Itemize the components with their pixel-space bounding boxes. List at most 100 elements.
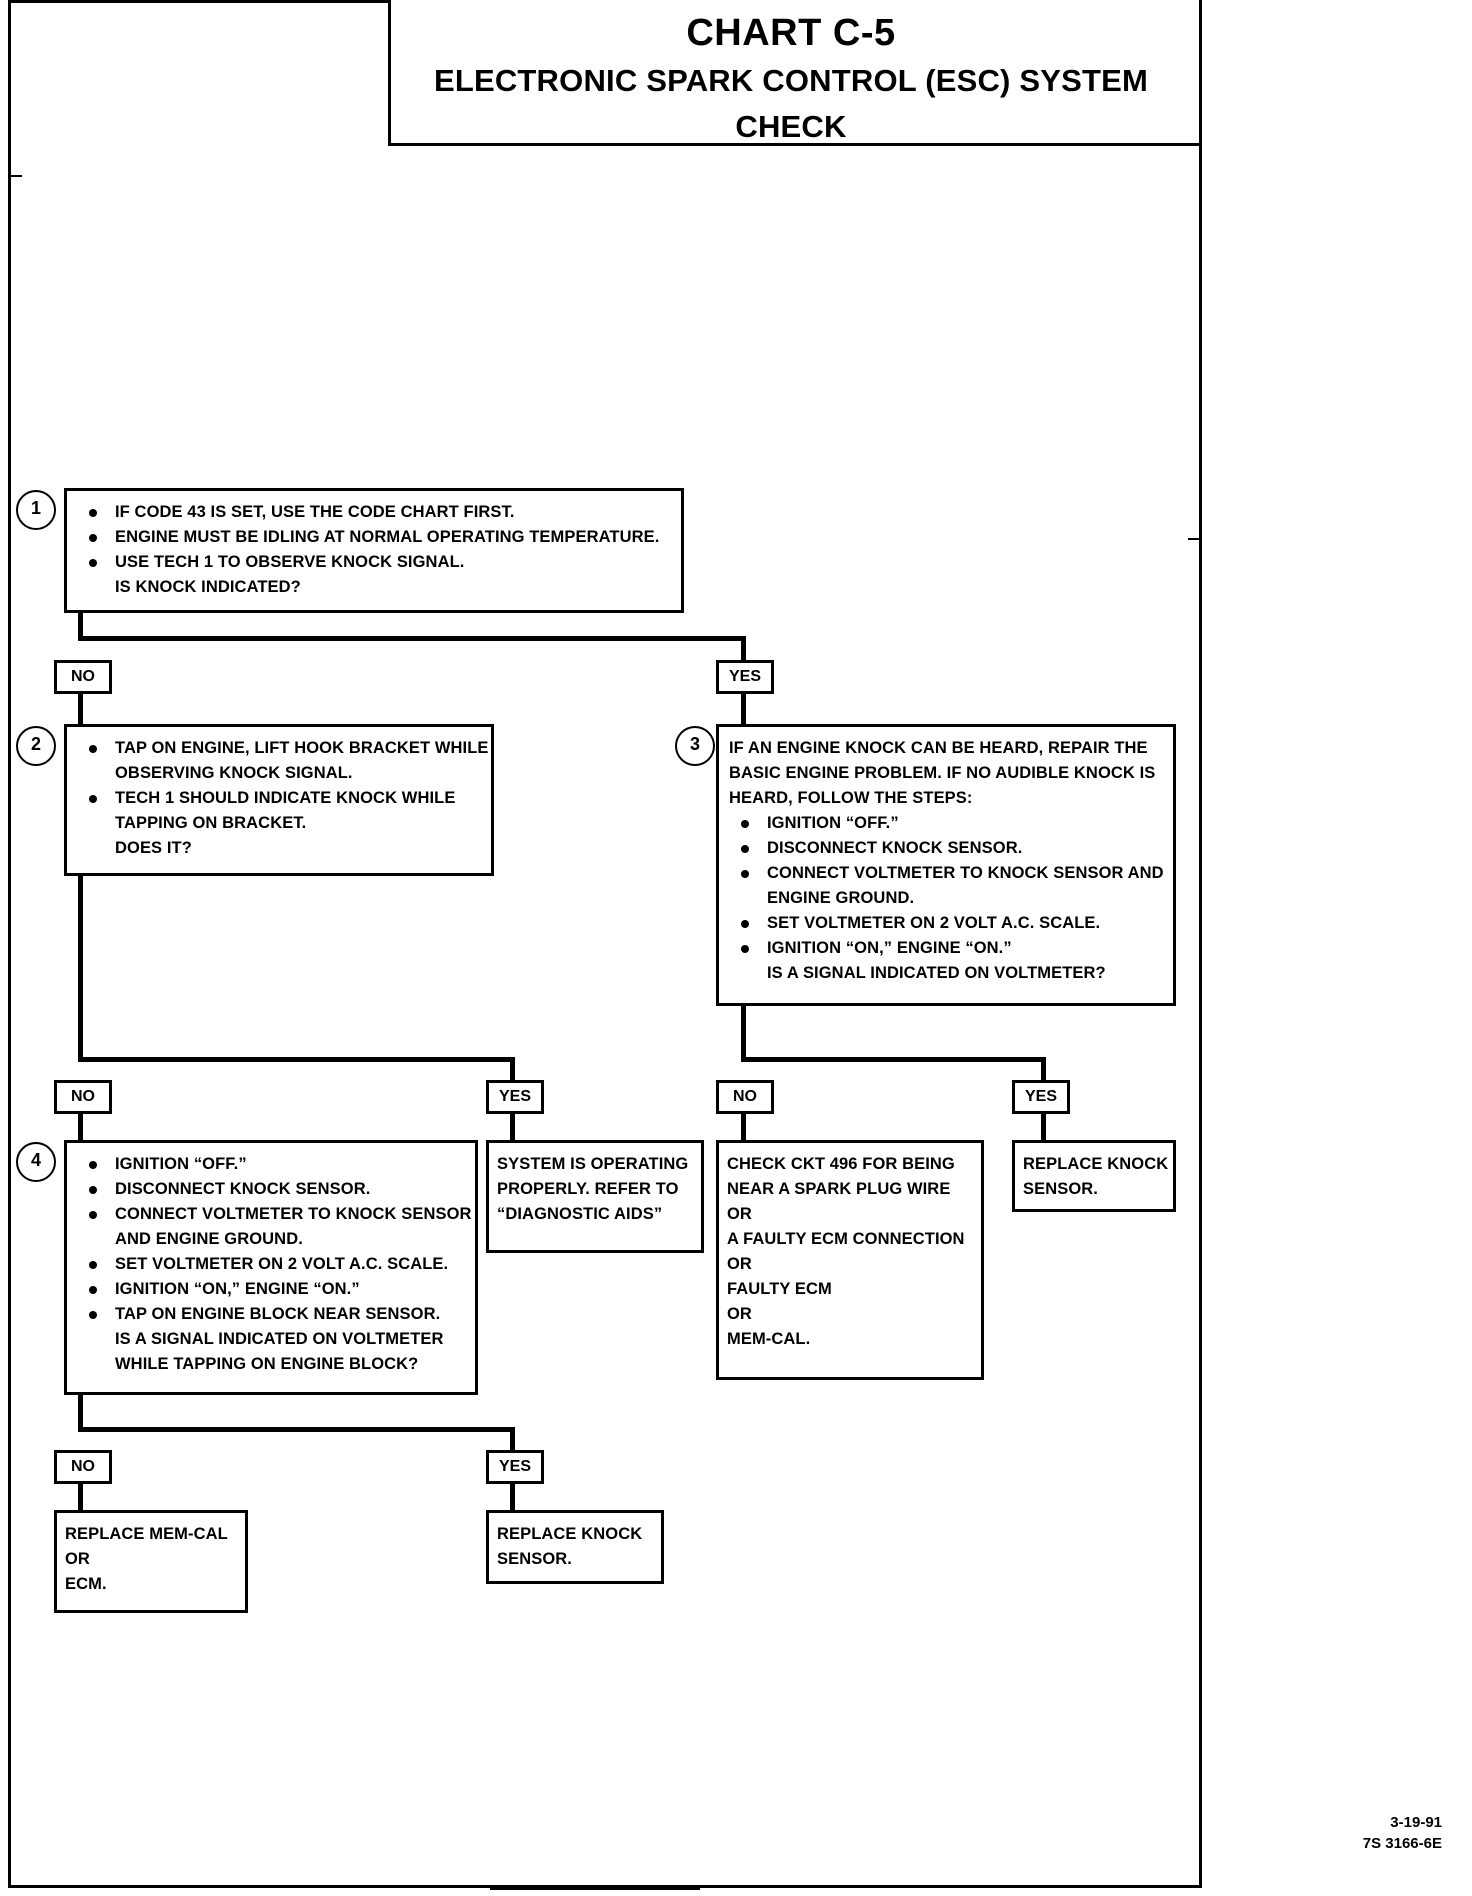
connector-no4-down xyxy=(78,1484,83,1512)
step-circle-1: 1 xyxy=(16,490,56,530)
box-result-replace-knock-2: REPLACE KNOCK SENSOR. xyxy=(486,1510,664,1584)
box2-bullet-2-cont: TAPPING ON BRACKET. xyxy=(115,814,307,832)
bullet-dot-icon xyxy=(89,745,97,753)
replace-knock-1-line-2: SENSOR. xyxy=(1023,1180,1098,1198)
box4-bullet-3: CONNECT VOLTMETER TO KNOCK SENSOR xyxy=(77,1202,471,1227)
box1-bullet-1: IF CODE 43 IS SET, USE THE CODE CHART FI… xyxy=(77,500,673,525)
step-circle-2: 2 xyxy=(16,726,56,766)
page-border-left xyxy=(8,0,11,1888)
bullet-dot-icon xyxy=(89,1261,97,1269)
box-result-replace-knock-1: REPLACE KNOCK SENSOR. xyxy=(1012,1140,1176,1212)
footer-block: 3-19-91 7S 3166-6E xyxy=(1363,1812,1442,1854)
box3-bullet-2: DISCONNECT KNOCK SENSOR. xyxy=(729,836,1165,861)
bullet-dot-icon xyxy=(89,1286,97,1294)
replace-memcal-line-3: ECM. xyxy=(65,1575,107,1593)
connector-box4-down-left xyxy=(78,1395,83,1431)
box-result-system-ok: SYSTEM IS OPERATING PROPERLY. REFER TO “… xyxy=(486,1140,704,1253)
tag-yes-1: YES xyxy=(716,660,774,694)
connector-box2-down-left xyxy=(78,876,83,1061)
box3-line-2: BASIC ENGINE PROBLEM. IF NO AUDIBLE KNOC… xyxy=(729,764,1156,782)
replace-memcal-line-1: REPLACE MEM-CAL xyxy=(65,1525,228,1543)
connector-box3-down-left xyxy=(741,1006,746,1061)
connector-no2-down xyxy=(78,1114,83,1142)
footer-date: 3-19-91 xyxy=(1390,1814,1442,1831)
box4-bullet-1: IGNITION “OFF.” xyxy=(77,1152,467,1177)
box1-question: IS KNOCK INDICATED? xyxy=(115,578,301,596)
tag-yes-4: YES xyxy=(486,1450,544,1484)
connector-box4-down-right xyxy=(510,1427,515,1455)
box4-bullet-3-cont: AND ENGINE GROUND. xyxy=(115,1230,303,1248)
tag-no-2: NO xyxy=(54,1080,112,1114)
chart-title: CHART C-5 xyxy=(686,12,896,54)
bullet-dot-icon xyxy=(741,845,749,853)
check-ckt-line-4: A FAULTY ECM CONNECTION xyxy=(727,1230,965,1248)
connector-box4-horizontal xyxy=(78,1427,515,1432)
title-text-group: CHART C-5 ELECTRONIC SPARK CONTROL (ESC)… xyxy=(390,8,1200,150)
footer-code: 7S 3166-6E xyxy=(1362,1835,1442,1852)
tag-no-1: NO xyxy=(54,660,112,694)
box4-bullet-6: TAP ON ENGINE BLOCK NEAR SENSOR. xyxy=(77,1302,467,1327)
step-circle-4: 4 xyxy=(16,1142,56,1182)
box2-question: DOES IT? xyxy=(115,839,192,857)
bullet-dot-icon xyxy=(89,1211,97,1219)
tag-yes-3: YES xyxy=(1012,1080,1070,1114)
box3-bullet-3: CONNECT VOLTMETER TO KNOCK SENSOR AND xyxy=(729,861,1165,886)
replace-knock-2-line-1: REPLACE KNOCK xyxy=(497,1525,643,1543)
box2-bullet-1: TAP ON ENGINE, LIFT HOOK BRACKET WHILE xyxy=(77,736,488,761)
box-result-replace-memcal: REPLACE MEM-CAL OR ECM. xyxy=(54,1510,248,1613)
bullet-dot-icon xyxy=(741,945,749,953)
page-tick-bottom xyxy=(490,1885,700,1890)
connector-box2-down-right xyxy=(510,1057,515,1085)
box-result-check-ckt: CHECK CKT 496 FOR BEING NEAR A SPARK PLU… xyxy=(716,1140,984,1380)
system-ok-line-1: SYSTEM IS OPERATING xyxy=(497,1155,689,1173)
connector-box3-horizontal xyxy=(741,1057,1046,1062)
box3-question: IS A SIGNAL INDICATED ON VOLTMETER? xyxy=(767,964,1106,982)
chart-subtitle: ELECTRONIC SPARK CONTROL (ESC) SYSTEM CH… xyxy=(433,63,1149,144)
box2-bullet-2: TECH 1 SHOULD INDICATE KNOCK WHILE xyxy=(77,786,483,811)
check-ckt-line-7: OR xyxy=(727,1305,752,1323)
check-ckt-line-1: CHECK CKT 496 FOR BEING xyxy=(727,1155,955,1173)
tag-yes-2: YES xyxy=(486,1080,544,1114)
check-ckt-line-2: NEAR A SPARK PLUG WIRE xyxy=(727,1180,951,1198)
tag-no-3: NO xyxy=(716,1080,774,1114)
replace-knock-2-line-2: SENSOR. xyxy=(497,1550,572,1568)
bullet-dot-icon xyxy=(89,795,97,803)
box3-bullet-5: IGNITION “ON,” ENGINE “ON.” xyxy=(729,936,1165,961)
box4-bullet-2: DISCONNECT KNOCK SENSOR. xyxy=(77,1177,467,1202)
box2-bullet-1-cont: OBSERVING KNOCK SIGNAL. xyxy=(115,764,353,782)
connector-yes3-down xyxy=(1041,1114,1046,1142)
check-ckt-line-5: OR xyxy=(727,1255,752,1273)
box-step-3: IF AN ENGINE KNOCK CAN BE HEARD, REPAIR … xyxy=(716,724,1176,1006)
box-step-4: IGNITION “OFF.” DISCONNECT KNOCK SENSOR.… xyxy=(64,1140,478,1395)
step-circle-3: 3 xyxy=(675,726,715,766)
box4-question-1: IS A SIGNAL INDICATED ON VOLTMETER xyxy=(115,1330,444,1348)
title-box xyxy=(388,0,1199,146)
connector-yes1-down xyxy=(741,694,746,726)
connector-box1-down-left xyxy=(78,613,83,641)
box3-bullet-1: IGNITION “OFF.” xyxy=(729,811,1165,836)
box4-bullet-5: IGNITION “ON,” ENGINE “ON.” xyxy=(77,1277,467,1302)
page-tick-left xyxy=(8,175,22,177)
bullet-dot-icon xyxy=(89,534,97,542)
box3-bullet-4: SET VOLTMETER ON 2 VOLT A.C. SCALE. xyxy=(729,911,1165,936)
box3-line-3: HEARD, FOLLOW THE STEPS: xyxy=(729,789,973,807)
connector-no3-down xyxy=(741,1114,746,1142)
box-step-1: IF CODE 43 IS SET, USE THE CODE CHART FI… xyxy=(64,488,684,613)
box-step-2: TAP ON ENGINE, LIFT HOOK BRACKET WHILE O… xyxy=(64,724,494,876)
system-ok-line-2: PROPERLY. REFER TO xyxy=(497,1180,679,1198)
bullet-dot-icon xyxy=(741,870,749,878)
tag-no-4: NO xyxy=(54,1450,112,1484)
box1-bullet-2: ENGINE MUST BE IDLING AT NORMAL OPERATIN… xyxy=(77,525,673,550)
bullet-dot-icon xyxy=(89,1186,97,1194)
check-ckt-line-8: MEM-CAL. xyxy=(727,1330,811,1348)
connector-box3-down-right xyxy=(1041,1057,1046,1085)
box4-bullet-4: SET VOLTMETER ON 2 VOLT A.C. SCALE. xyxy=(77,1252,467,1277)
bullet-dot-icon xyxy=(741,820,749,828)
box3-line-1: IF AN ENGINE KNOCK CAN BE HEARD, REPAIR … xyxy=(729,739,1148,757)
connector-box1-down-right xyxy=(741,636,746,664)
connector-box2-horizontal xyxy=(78,1057,515,1062)
box3-bullet-3-cont: ENGINE GROUND. xyxy=(767,889,915,907)
bullet-dot-icon xyxy=(741,920,749,928)
bullet-dot-icon xyxy=(89,1311,97,1319)
